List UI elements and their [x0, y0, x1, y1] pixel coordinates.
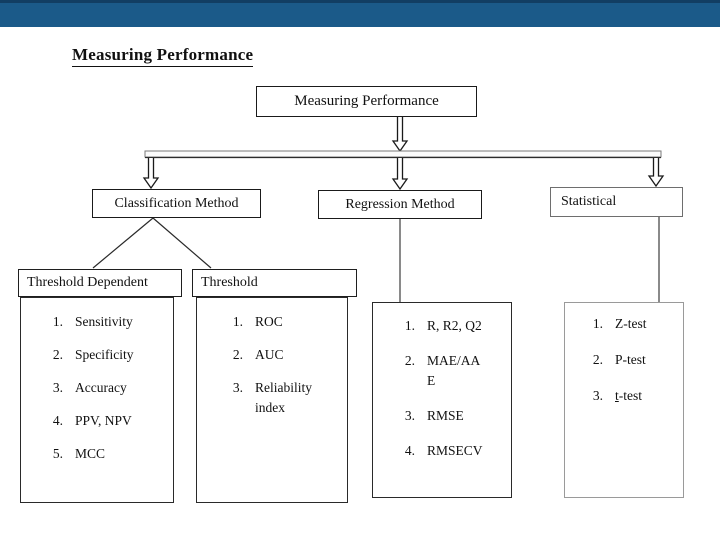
branch-regression-method: Regression Method	[318, 190, 482, 219]
line-classification-to-threshold-dependent	[92, 217, 154, 269]
list-item: 5. MCC	[47, 444, 173, 464]
item-label: MCC	[75, 446, 106, 461]
list-item: 1. R, R2, Q2	[399, 316, 511, 336]
list-statistical: 1. Z-test 2. P-test 3. t-test	[564, 302, 684, 498]
arrow-statistical-icon	[647, 158, 665, 188]
list-item: 4. RMSECV	[399, 441, 511, 461]
item-number: 1.	[52, 314, 63, 329]
window-title-bar	[0, 0, 720, 27]
item-number: 1.	[592, 316, 603, 331]
line-classification-to-threshold	[152, 217, 212, 269]
item-number: 1.	[404, 318, 415, 333]
item-number: 4.	[52, 413, 63, 428]
item-label: P-test	[615, 352, 646, 367]
arrow-classification-icon	[142, 158, 160, 190]
item-label: Accuracy	[75, 380, 127, 395]
item-label: R, R2, Q2	[427, 318, 482, 333]
item-number: 2.	[232, 347, 243, 362]
item-number: 4.	[404, 443, 415, 458]
list-item: 2. Specificity	[47, 345, 173, 365]
item-label: Reliability index	[255, 380, 312, 415]
branch-classification-method: Classification Method	[92, 189, 261, 218]
arrow-regression-icon	[391, 158, 409, 191]
arrow-root-down-icon	[391, 117, 409, 153]
list-item: 2. AUC	[227, 345, 347, 365]
item-label: AUC	[255, 347, 284, 362]
list-regression: 1. R, R2, Q2 2. MAE/AA E 3. RMSE 4. RMSECV	[372, 302, 512, 498]
item-number: 1.	[232, 314, 243, 329]
item-label: ROC	[255, 314, 283, 329]
item-number: 2.	[52, 347, 63, 362]
list-item: 3. Accuracy	[47, 378, 173, 398]
item-number: 3.	[404, 408, 415, 423]
list-item: 1. Z-test	[587, 314, 683, 334]
item-label: Sensitivity	[75, 314, 133, 329]
branch-bar	[144, 150, 662, 158]
slide: Measuring Performance Measuring Performa…	[0, 27, 720, 540]
item-number: 2.	[592, 352, 603, 367]
list-item: 3. RMSE	[399, 406, 511, 426]
list-item: 3. t-test	[587, 386, 683, 406]
list-item: 1. ROC	[227, 312, 347, 332]
list-item: 3. Reliability index	[227, 378, 347, 418]
subheader-threshold-dependent: Threshold Dependent	[18, 269, 182, 297]
item-number: 3.	[52, 380, 63, 395]
item-label: RMSE	[427, 408, 464, 423]
item-label: Specificity	[75, 347, 134, 362]
root-node: Measuring Performance	[256, 86, 477, 117]
page-title: Measuring Performance	[72, 45, 254, 67]
item-label: RMSECV	[427, 443, 483, 458]
list-item: 2. P-test	[587, 350, 683, 370]
item-label: PPV, NPV	[75, 413, 132, 428]
item-number: 2.	[404, 353, 415, 368]
branch-statistical: Statistical	[550, 187, 683, 217]
item-label: t-test	[615, 388, 643, 403]
list-item: 1. Sensitivity	[47, 312, 173, 332]
list-threshold-dependent: 1. Sensitivity 2. Specificity 3. Accuracy 4. PP…	[20, 297, 174, 503]
item-number: 5.	[52, 446, 63, 461]
subheader-threshold: Threshold	[192, 269, 357, 297]
item-number: 3.	[592, 388, 603, 403]
item-label: MAE/AA E	[427, 353, 481, 388]
list-item: 4. PPV, NPV	[47, 411, 173, 431]
list-item: 2. MAE/AA E	[399, 351, 511, 391]
item-number: 3.	[232, 380, 243, 395]
list-threshold: 1. ROC 2. AUC 3. Reliability index	[196, 297, 348, 503]
item-label: Z-test	[615, 316, 647, 331]
